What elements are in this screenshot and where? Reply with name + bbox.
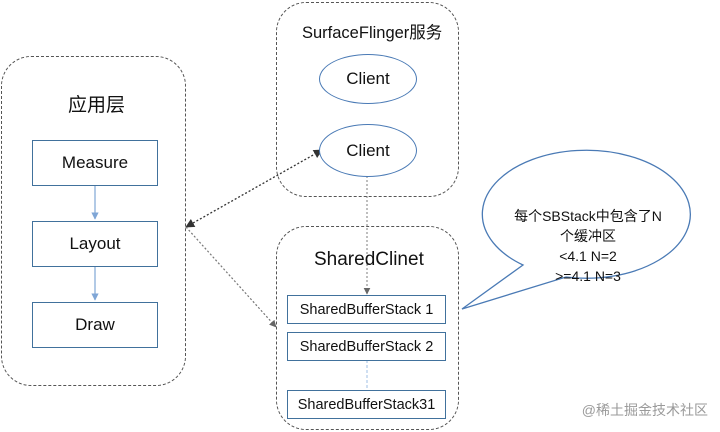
app-to-stack-arrow — [185, 226, 277, 328]
client-ellipse-2: Client — [319, 124, 417, 177]
callout-line-3: <4.1 N=2 — [559, 248, 617, 264]
layout-step: Layout — [32, 221, 158, 267]
surfaceflinger-title: SurfaceFlinger服务 — [302, 24, 443, 42]
draw-step: Draw — [32, 302, 158, 348]
shared-buffer-stack-31: SharedBufferStack31 — [287, 390, 446, 419]
shared-client-title: SharedClinet — [314, 249, 424, 270]
watermark: @稀土掘金技术社区 — [581, 402, 708, 418]
app-layer-title: 应用层 — [68, 95, 126, 116]
callout-bubble — [461, 149, 691, 310]
app-layer-container — [1, 56, 186, 386]
shared-client-container — [276, 226, 459, 430]
callout-text: 每个SBStack中包含了N 个缓冲区 <4.1 N=2 >=4.1 N=3 — [490, 206, 686, 286]
measure-step: Measure — [32, 140, 158, 186]
callout-line-2: 个缓冲区 — [560, 228, 616, 244]
client-ellipse-1: Client — [319, 54, 417, 104]
surfaceflinger-container — [276, 2, 459, 197]
callout-line-1: 每个SBStack中包含了N — [514, 208, 662, 224]
callout-line-4: >=4.1 N=3 — [555, 268, 621, 284]
shared-buffer-stack-1: SharedBufferStack 1 — [287, 295, 446, 324]
shared-buffer-stack-2: SharedBufferStack 2 — [287, 332, 446, 361]
